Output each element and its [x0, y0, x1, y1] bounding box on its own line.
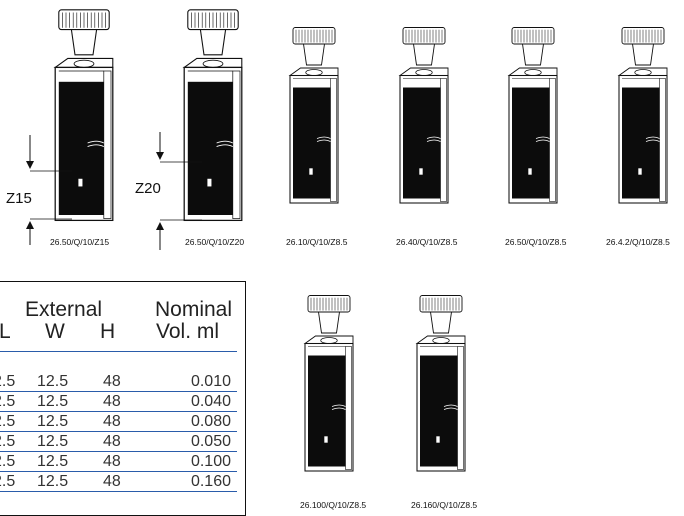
header-W: W: [45, 320, 65, 343]
cell-H: 48: [103, 473, 121, 490]
cell-L: 2.5: [0, 373, 16, 390]
spec-table: External Nominal L W H Vol. ml 2.5 12.5 …: [0, 281, 246, 516]
cell-L: 2.5: [0, 453, 16, 470]
cell-W: 12.5: [37, 393, 69, 410]
cuvette-label: 26.160/Q/10/Z8.5: [411, 500, 478, 510]
cell-vol: 0.160: [190, 473, 231, 490]
cuvette-drawing: [284, 0, 344, 232]
cuvette-label: 26.100/Q/10/Z8.5: [300, 500, 367, 510]
cell-W: 12.5: [37, 433, 69, 450]
cuvette-drawing: [299, 270, 359, 498]
cuvette-26-10-z8-5: [284, 0, 344, 232]
cuvette-label: 26.50/Q/10/Z8.5: [505, 237, 567, 247]
cell-vol: 0.050: [190, 433, 231, 450]
cuvette-26-40-z8-5: [394, 0, 454, 232]
table-row: 2.5 12.5 48 0.100: [0, 452, 237, 472]
cell-vol: 0.080: [190, 413, 231, 430]
cuvette-label: 26.10/Q/10/Z8.5: [286, 237, 348, 247]
table-row: 2.5 12.5 48 0.050: [0, 432, 237, 452]
cell-W: 12.5: [37, 413, 69, 430]
cuvette-26-50-z8-5: [503, 0, 563, 232]
header-external: External: [25, 298, 103, 321]
cuvette-drawing: [411, 270, 471, 498]
cell-H: 48: [103, 433, 121, 450]
cuvette-label: 26.4.2/Q/10/Z8.5: [606, 237, 670, 247]
cell-L: 2.5: [0, 413, 16, 430]
header-divider: [0, 351, 237, 352]
table-row: 2.5 12.5 48 0.040: [0, 392, 237, 412]
header-H: H: [100, 320, 116, 343]
table-row: 2.5 12.5 48 0.010: [0, 372, 237, 392]
cell-L: 2.5: [0, 433, 16, 450]
header-L: L: [0, 320, 11, 343]
cell-H: 48: [103, 373, 121, 390]
cell-H: 48: [103, 453, 121, 470]
cell-W: 12.5: [37, 473, 69, 490]
cuvette-label: 26.40/Q/10/Z8.5: [396, 237, 458, 247]
cuvette-drawing: [613, 0, 673, 232]
z15-dimension-marker: [26, 135, 72, 245]
cuvette-label: 26.50/Q/10/Z15: [50, 237, 110, 247]
cell-W: 12.5: [37, 373, 69, 390]
cell-L: 2.5: [0, 473, 16, 490]
cuvette-drawing: [394, 0, 454, 232]
cuvette-drawing: [503, 0, 563, 232]
header-vol: Vol. ml: [156, 320, 220, 343]
cuvette-label: 26.50/Q/10/Z20: [185, 237, 245, 247]
cuvette-26-160-z8-5: [411, 270, 471, 498]
cell-W: 12.5: [37, 453, 69, 470]
table-row: 2.5 12.5 48 0.160: [0, 472, 237, 492]
cell-vol: 0.040: [190, 393, 231, 410]
cell-vol: 0.100: [190, 453, 231, 470]
cuvette-26-100-z8-5: [299, 270, 359, 498]
cell-vol: 0.010: [190, 373, 231, 390]
table-row: 2.5 12.5 48 0.080: [0, 412, 237, 432]
header-nominal: Nominal: [155, 298, 233, 321]
cell-L: 2.5: [0, 393, 16, 410]
cuvette-26-4-2-z8-5: [613, 0, 673, 232]
cell-H: 48: [103, 413, 121, 430]
z20-label: Z20: [135, 180, 161, 197]
z15-label: Z15: [6, 190, 32, 207]
z20-dimension-marker: [156, 132, 202, 250]
cell-H: 48: [103, 393, 121, 410]
